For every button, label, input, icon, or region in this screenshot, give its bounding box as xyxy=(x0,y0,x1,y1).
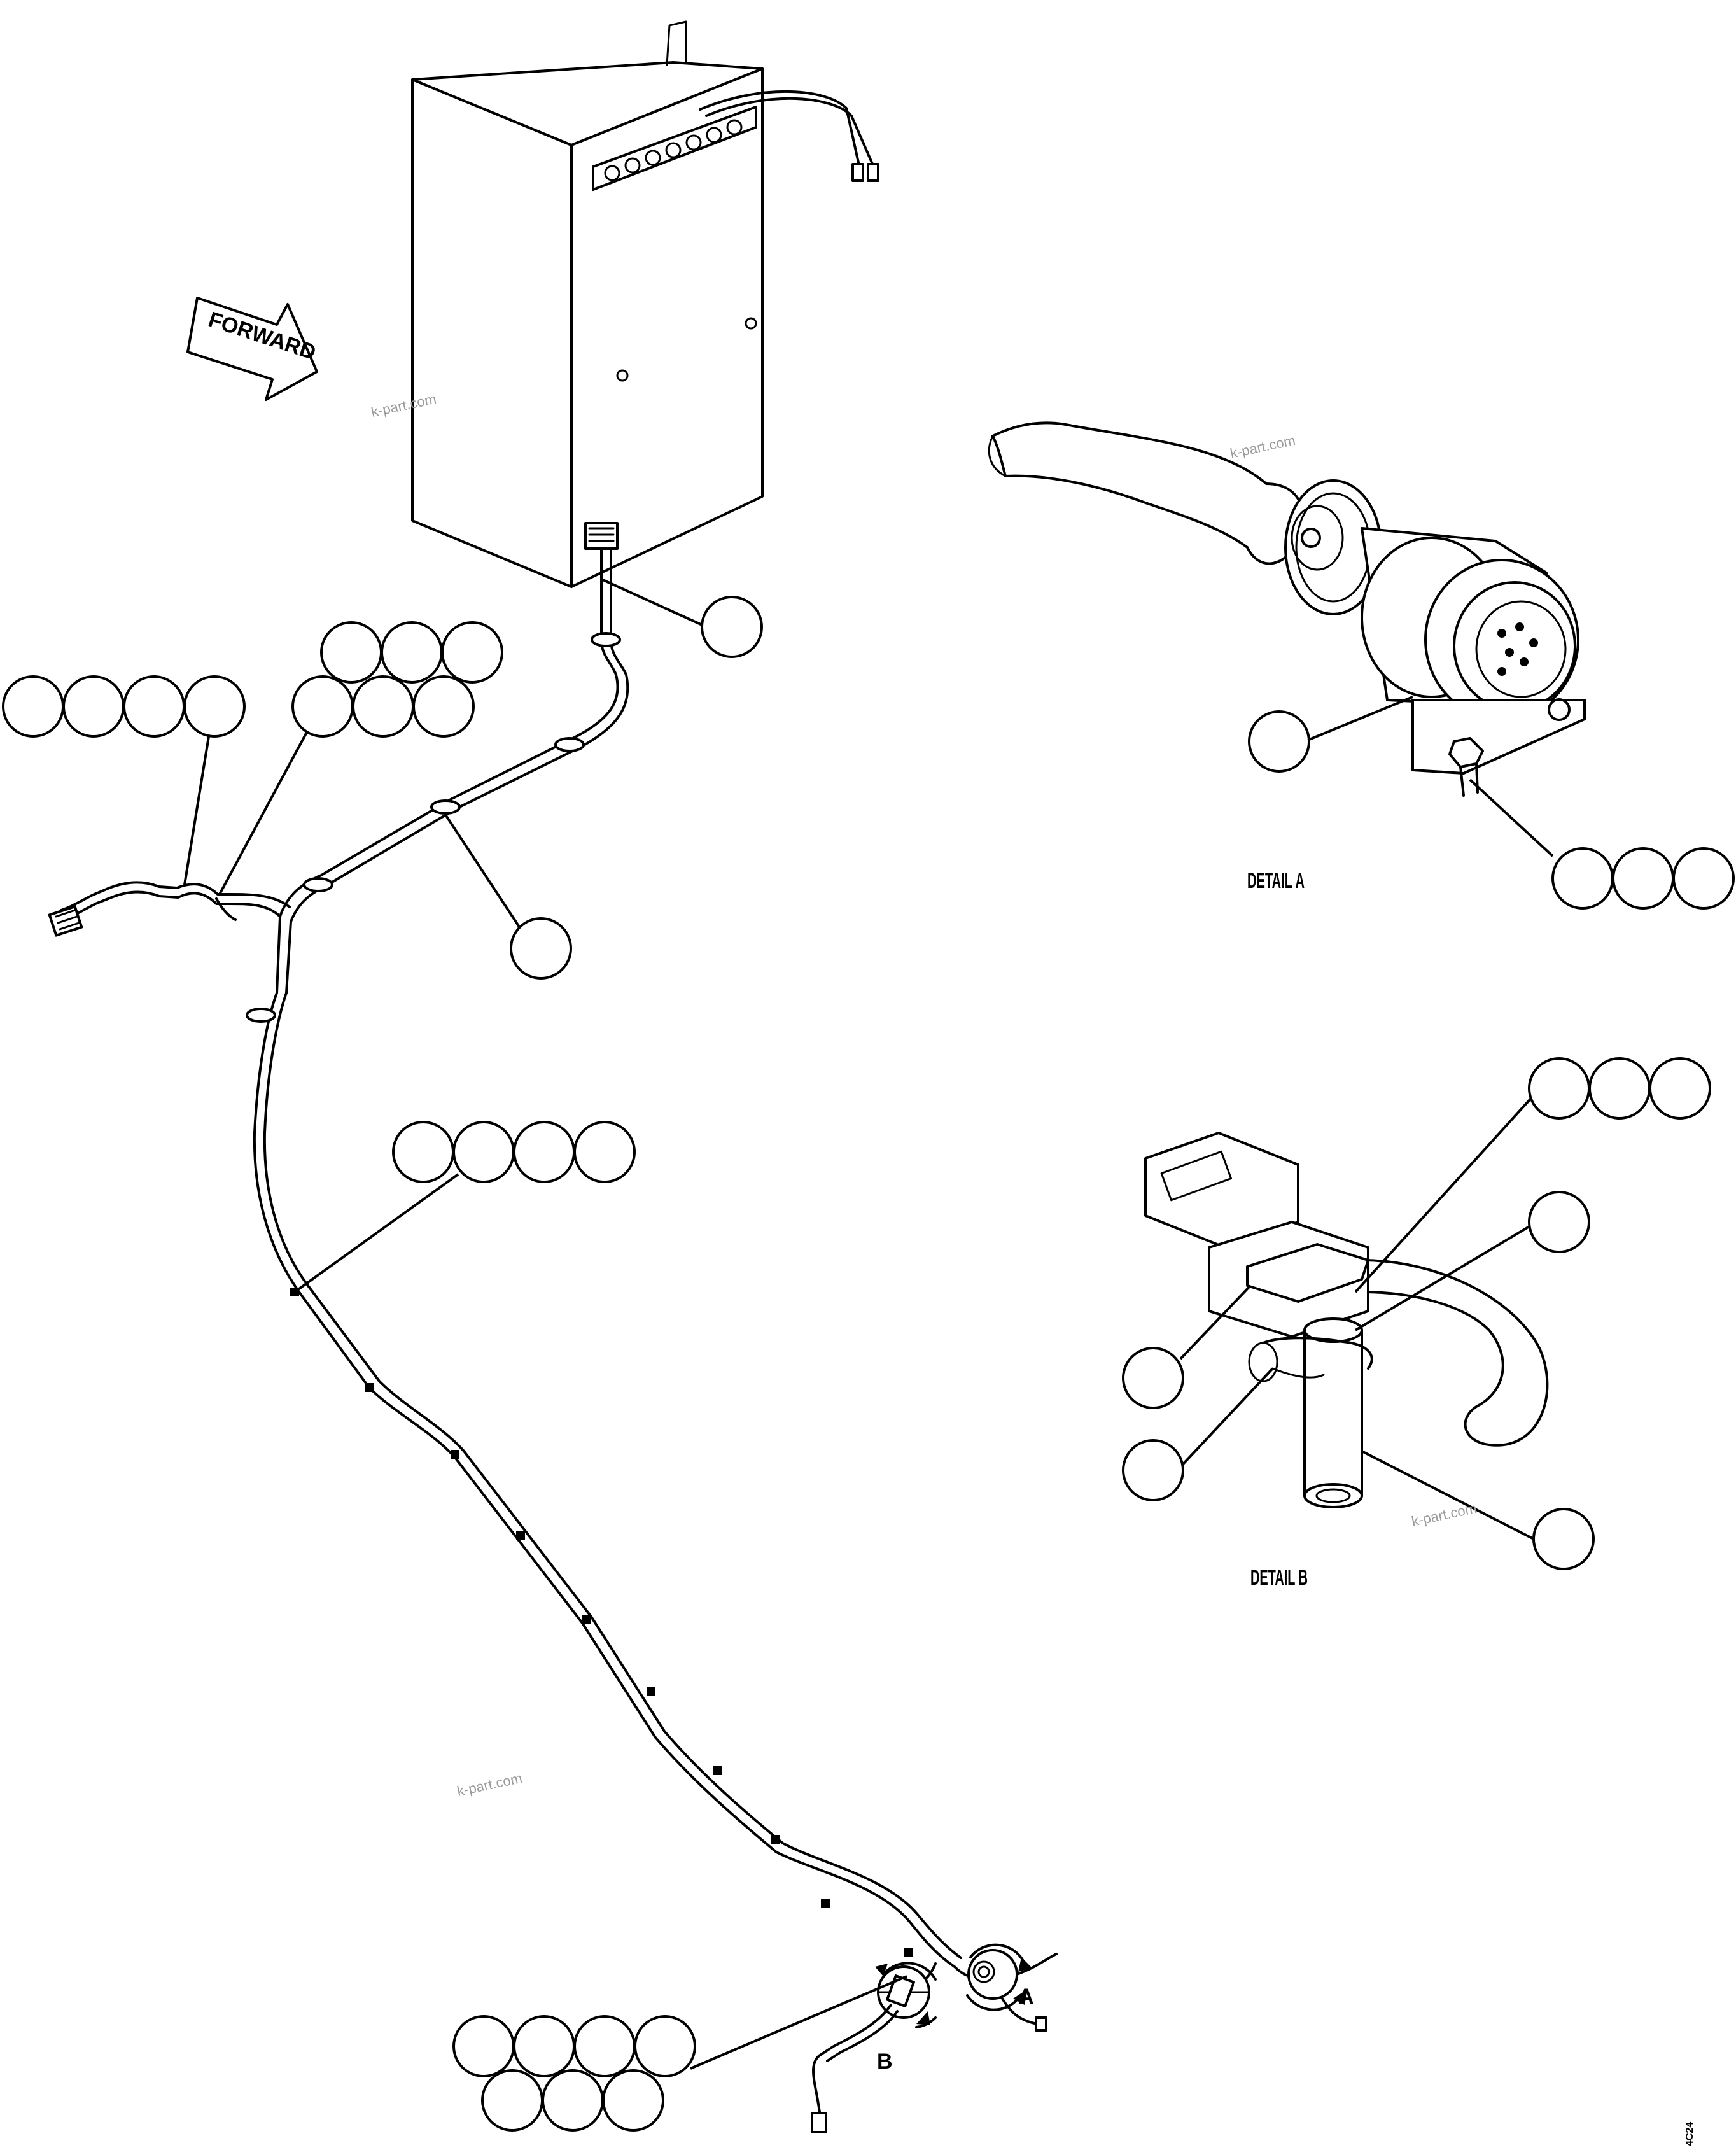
callout-clip xyxy=(510,917,572,980)
callout-detail-b-left-2 xyxy=(1122,1439,1184,1501)
callout-group-detail-b-top xyxy=(1528,1057,1711,1120)
detail-b-label: DETAIL B xyxy=(1250,1566,1308,1590)
watermark: k-part.com xyxy=(1229,432,1297,461)
detail-a-drawing xyxy=(988,421,1586,797)
forward-arrow: FORWARD xyxy=(186,297,319,401)
detail-a-label: DETAIL A xyxy=(1247,869,1305,893)
callout-group-lower-top xyxy=(452,2015,696,2077)
callout-box-connector xyxy=(701,596,763,658)
callout-group-upper-left xyxy=(2,675,246,738)
leader-lines xyxy=(183,578,1554,2070)
watermark: k-part.com xyxy=(456,1770,524,1799)
watermark: k-part.com xyxy=(1410,1500,1478,1529)
callout-group-upper-mid-top xyxy=(320,621,503,684)
callout-group-harness-mid xyxy=(392,1121,636,1183)
control-box xyxy=(411,20,879,588)
view-a-label: A xyxy=(1018,1985,1034,2009)
callout-detail-a-bracket xyxy=(1248,710,1310,773)
callout-bubbles xyxy=(2,596,1735,2132)
wire-harness: A B xyxy=(48,547,1058,2133)
callout-group-detail-a-bolt xyxy=(1551,847,1735,910)
drawing-number: 4C24 xyxy=(1684,2122,1695,2146)
callout-detail-b-mid xyxy=(1528,1191,1590,1253)
callout-detail-b-left-1 xyxy=(1122,1347,1184,1409)
callout-detail-b-tube xyxy=(1532,1508,1595,1570)
callout-group-upper-mid-bottom xyxy=(291,675,475,738)
view-b-label: B xyxy=(877,2049,893,2074)
detail-b-drawing xyxy=(1144,1132,1549,1508)
callout-group-lower-bottom xyxy=(481,2069,664,2132)
